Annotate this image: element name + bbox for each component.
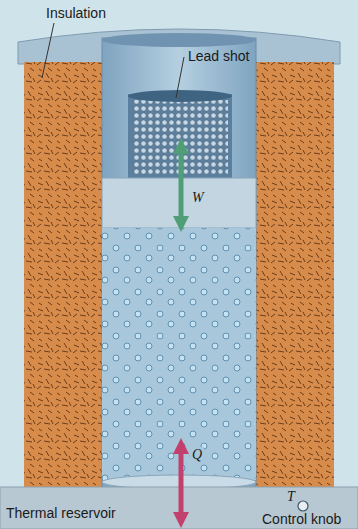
reservoir-name: Thermal reservoir bbox=[6, 505, 116, 521]
work-symbol: W bbox=[190, 190, 206, 206]
gas-molecules bbox=[102, 228, 256, 480]
cylinder-top bbox=[102, 33, 256, 47]
temperature-symbol: T bbox=[287, 489, 295, 505]
gas bbox=[102, 228, 256, 480]
knob-label: Control knob bbox=[262, 511, 341, 527]
control-knob bbox=[298, 501, 308, 511]
insulation bbox=[256, 62, 334, 488]
insulation bbox=[24, 62, 102, 488]
reservoir-band: Thermal reservoir T Control knob bbox=[0, 487, 358, 529]
work-arrow bbox=[179, 146, 184, 224]
leader-line bbox=[176, 57, 184, 98]
cylinder bbox=[102, 38, 256, 488]
heat-symbol: Q bbox=[190, 447, 204, 463]
heat-arrow bbox=[179, 446, 184, 520]
cup-rim bbox=[128, 90, 232, 102]
leader-line bbox=[42, 23, 54, 78]
part-label: Insulation bbox=[46, 5, 106, 21]
part-label: Lead shot bbox=[188, 48, 250, 64]
